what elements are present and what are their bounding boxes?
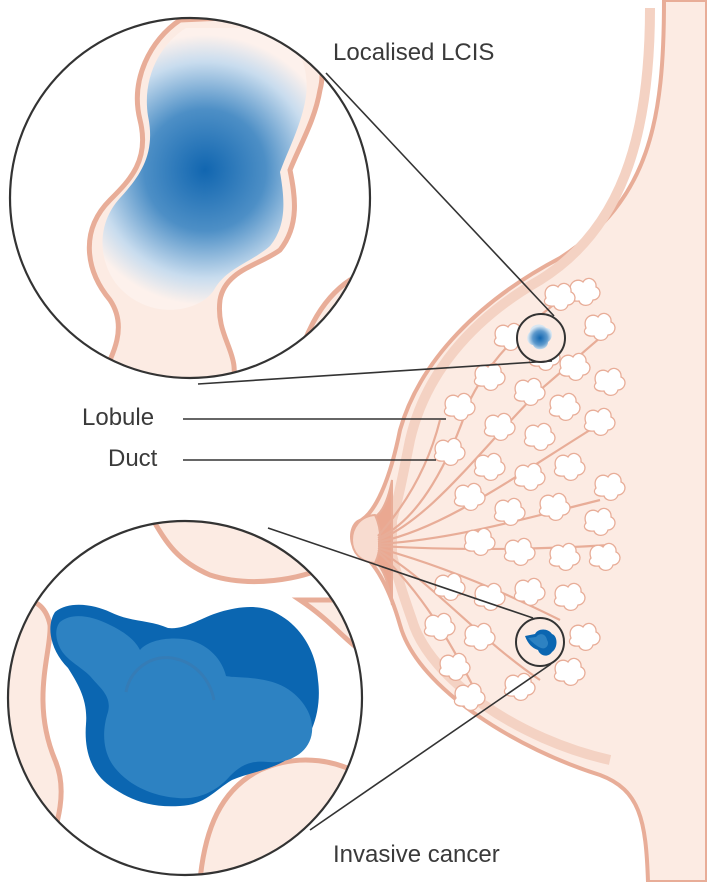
label-invasive-cancer: Invasive cancer [333, 843, 500, 867]
label-localised-lcis: Localised LCIS [333, 41, 494, 65]
label-lobule: Lobule [82, 406, 154, 430]
invasive-magnified-view [0, 510, 370, 880]
label-duct: Duct [108, 447, 157, 471]
invasive-small-circle [516, 618, 564, 666]
lcis-small-circle [517, 314, 565, 362]
lcis-magnified-view [10, 15, 390, 390]
